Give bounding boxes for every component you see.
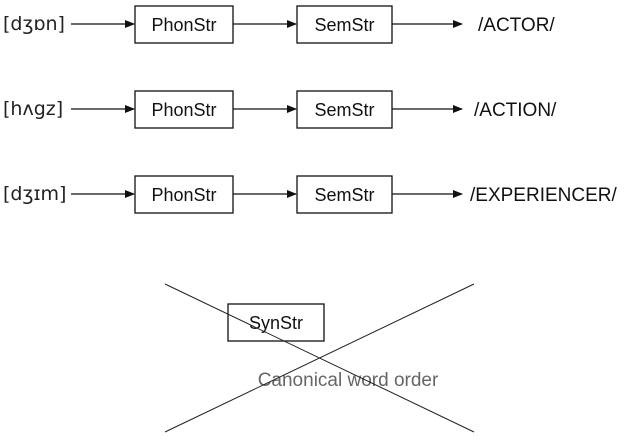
semstr-box-1: [296, 5, 393, 44]
synstr-label: SynStr: [249, 313, 303, 333]
role-label-2: /ACTION/: [474, 100, 557, 121]
role-label-1: /ACTOR/: [478, 15, 555, 36]
phonstr-box-2: [134, 90, 234, 129]
role-label-3: /EXPERIENCER/: [470, 185, 617, 206]
phonstr-label-3: PhonStr: [151, 185, 216, 205]
phonstr-label-2: PhonStr: [151, 100, 216, 120]
semstr-label-1: SemStr: [314, 15, 374, 35]
cross-line-ascending: [164, 283, 475, 433]
phonstr-label-1: PhonStr: [151, 15, 216, 35]
canonical-word-order-caption: Canonical word order: [258, 370, 439, 391]
phonetic-label-3: [dʒɪm]: [3, 183, 66, 205]
synstr-box: [227, 303, 325, 342]
crossed-out-section: SynStr Canonical word order: [164, 283, 475, 433]
row-1: [dʒɒn] PhonStr SemStr /ACTOR/: [3, 5, 555, 44]
row-2: [hʌgz] PhonStr SemStr /ACTION/: [3, 90, 557, 129]
phonstr-box-3: [134, 175, 234, 214]
semstr-box-3: [296, 175, 393, 214]
phonetic-label-1: [dʒɒn]: [3, 13, 65, 35]
phonetic-label-2: [hʌgz]: [3, 98, 63, 120]
row-3: [dʒɪm] PhonStr SemStr /EXPERIENCER/: [3, 175, 617, 214]
semstr-label-3: SemStr: [314, 185, 374, 205]
semstr-label-2: SemStr: [314, 100, 374, 120]
